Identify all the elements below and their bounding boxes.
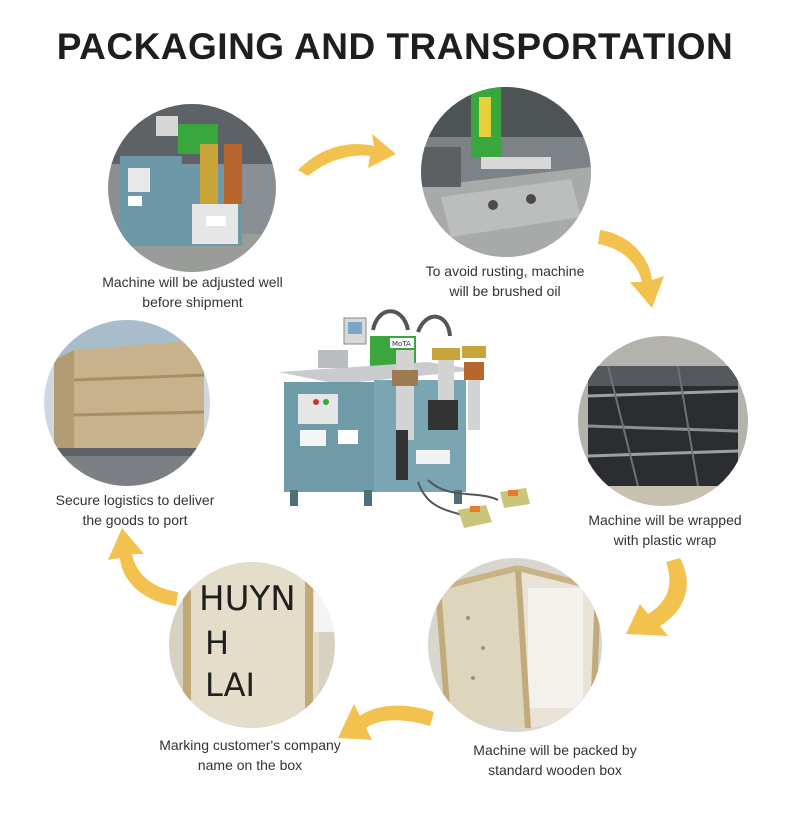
arrow-step-3-to-4 [626, 558, 687, 636]
arrow-step-5-to-6 [108, 528, 178, 606]
arrow-step-4-to-5 [338, 704, 434, 740]
step-6-caption: Secure logistics to deliver the goods to… [35, 490, 235, 530]
step-1-line-1: Machine will be adjusted well [102, 274, 283, 290]
marking-line-1: HUYN [199, 579, 296, 619]
arrow-step-2-to-3 [598, 230, 664, 308]
arrow-step-1-to-2 [298, 134, 396, 176]
step-4-line-2: standard wooden box [488, 762, 622, 778]
step-3-caption: Machine will be wrapped with plastic wra… [570, 510, 760, 550]
step-5-caption: Marking customer's company name on the b… [135, 735, 365, 775]
step-4-line-1: Machine will be packed by [473, 742, 637, 758]
step-2-line-2: will be brushed oil [449, 283, 561, 299]
step-6-line-2: the goods to port [82, 512, 188, 528]
photo-wooden-box [428, 558, 602, 732]
step-5-line-2: name on the box [197, 757, 303, 773]
step-2-line-1: To avoid rusting, machine [425, 263, 585, 279]
step-1-line-2: before shipment [142, 294, 243, 310]
step-2-caption: To avoid rusting, machine will be brushe… [395, 261, 615, 301]
step-6-line-1: Secure logistics to deliver [55, 492, 215, 508]
step-3-line-2: with plastic wrap [613, 532, 717, 548]
photo-machine-adjusted [108, 104, 276, 272]
page-title: PACKAGING AND TRANSPORTATION [56, 26, 734, 67]
step-4-caption: Machine will be packed by standard woode… [450, 740, 660, 780]
center-machine-image: MoTA [278, 300, 533, 535]
step-5-line-1: Marking customer's company [159, 737, 341, 753]
step-1-caption: Machine will be adjusted well before shi… [70, 272, 315, 312]
photo-machine-oiled [421, 87, 591, 257]
marking-line-3: LAI [205, 666, 255, 704]
step-3-line-1: Machine will be wrapped [588, 512, 742, 528]
photo-logistics-truck [44, 320, 210, 486]
photo-plastic-wrapped [578, 336, 748, 506]
machine-badge: MoTA [392, 340, 411, 348]
marking-line-2: H [205, 624, 229, 662]
photo-box-marking: HUYN H LAI [169, 562, 335, 728]
